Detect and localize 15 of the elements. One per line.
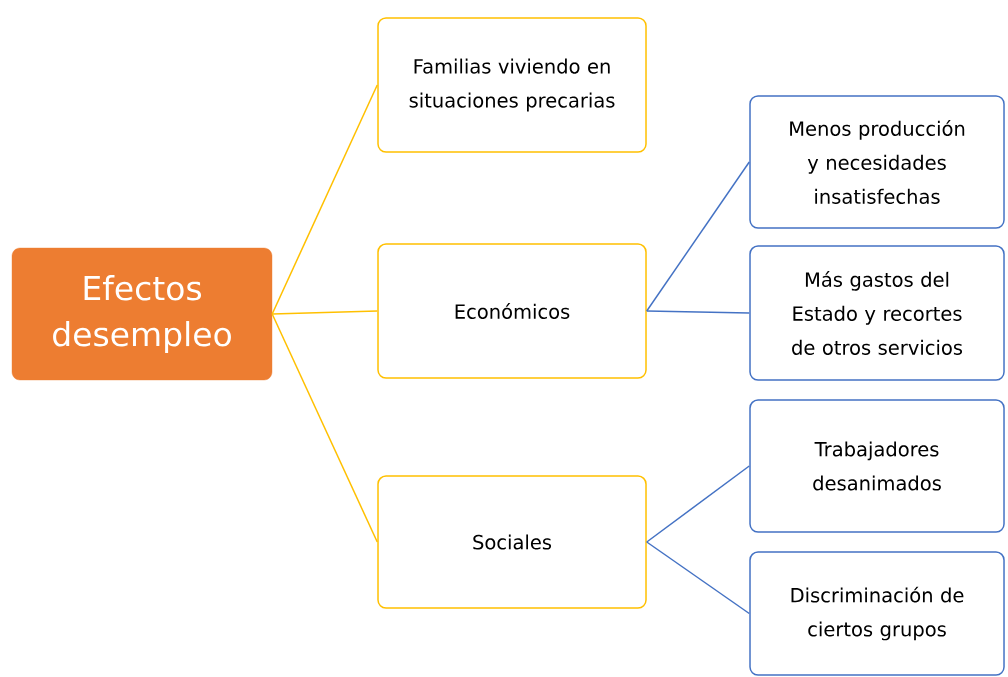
connector-line xyxy=(646,310,750,314)
subtopic-box: Discriminación de ciertos grupos xyxy=(749,551,1005,676)
topic-box: Sociales xyxy=(377,475,647,609)
topic-box: Económicos xyxy=(377,243,647,379)
subtopic-box: Menos producción y necesidades insatisfechas xyxy=(749,95,1005,229)
topic-box: Familias viviendo en situaciones precarias xyxy=(377,17,647,153)
subtopic-box: Trabajadores desanimados xyxy=(749,399,1005,533)
connector-line xyxy=(271,313,378,543)
connector-line xyxy=(271,310,378,315)
subtopic-box: Más gastos del Estado y recortes de otros servicios xyxy=(749,245,1005,381)
connector-line xyxy=(646,465,750,543)
connector-line xyxy=(646,161,750,312)
main-topic-box: Efectos desempleo xyxy=(11,247,273,381)
connector-line xyxy=(646,541,750,615)
connector-line xyxy=(271,84,378,315)
